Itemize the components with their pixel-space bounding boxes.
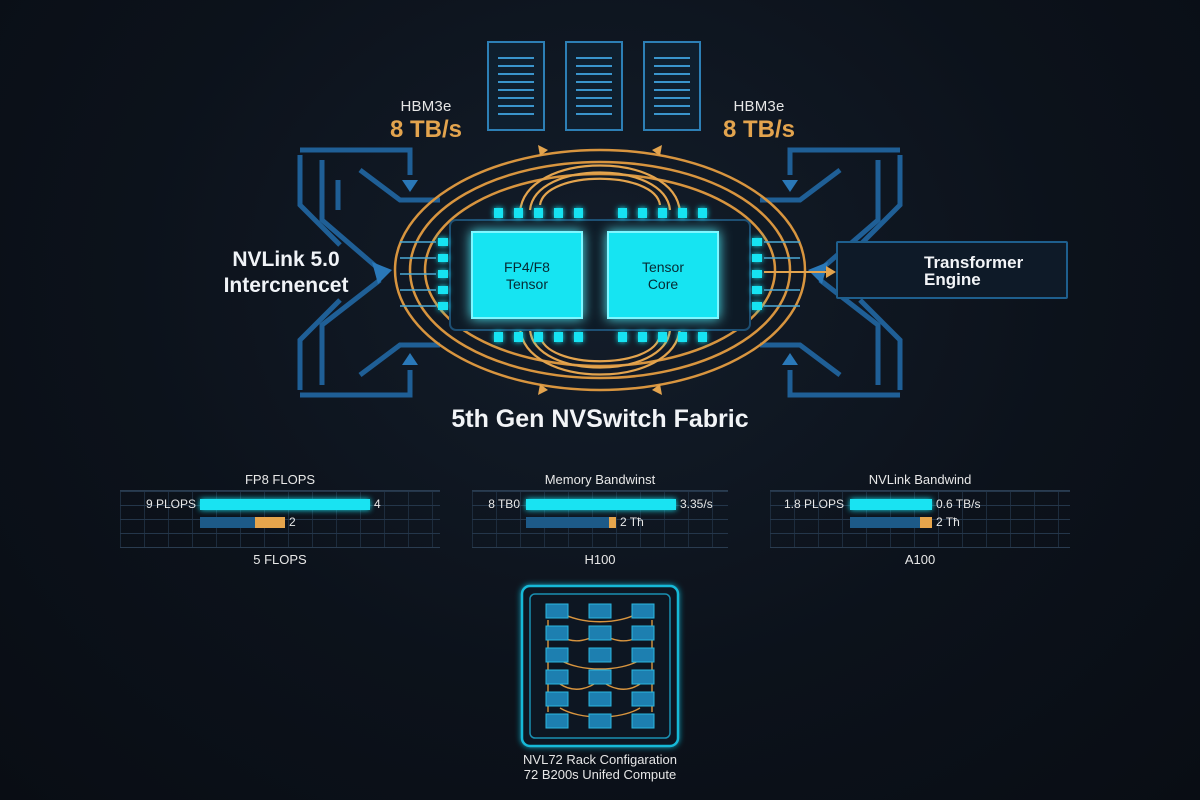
transformer-engine-label: Transformer Engine [924,254,1023,288]
bar-series-0 [526,499,676,510]
die-left [471,231,583,319]
die-left-line1: FP4/F8 [504,259,550,275]
die-right-label: Tensor Core [608,259,718,293]
hbm-stack-left [487,41,545,131]
die-right-line1: Tensor [641,259,685,275]
gpu-package [400,208,800,342]
bar-series-1 [200,517,285,528]
chart-title: FP8 FLOPS [244,472,316,487]
chart-plot: 8 TB0 3.35/s 2 Tħ [472,490,728,548]
nvlink-line2: Intercnencet [223,274,349,297]
bar-series-0 [200,499,370,510]
fabric-label: 5th Gen NVSwitch Fabric [451,405,749,433]
hbm-label-left: HBM3e 8 TB/s [371,98,481,144]
die-right [607,231,719,319]
hbm-label-right: HBM3e 8 TB/s [704,98,814,144]
chart-title: Memory Bandwinst [544,472,656,487]
bar-label-0: 0.6 TB/s [936,497,981,511]
chart-footer: A100 [904,552,936,567]
die-right-line2: Core [647,276,679,292]
hbm-stacks [487,41,701,131]
bar-label-1: 2 Tħ [620,515,644,529]
chart-left-label: 9 PLOPS [145,497,196,511]
nvlink-label: NVLink 5.0 Intercnencet [196,247,376,299]
fabric-rings-orange [393,148,807,392]
chart-left-label: 8 TB0 [488,497,520,511]
chart-footer: H100 [584,552,616,567]
bar-label-1: 2 Tħ [936,515,960,529]
bar-label-0: 3.35/s [680,497,713,511]
nvl72-rack [520,584,680,748]
rack-label: NVL72 Rack Configaration 72 B200s Unifed… [440,752,760,782]
hbm-stack-right [643,41,701,131]
inner-loop-arrowheads [538,145,662,395]
rack-line1: NVL72 Rack Configaration [523,752,677,767]
te-line2: Engine [924,270,981,289]
bar-series-1-highlight [609,517,616,528]
bar-label-0: 4 [374,497,381,511]
te-connector [764,266,836,278]
transformer-engine-box [836,241,1068,299]
rack-line2: 72 B200s Unifed Compute [523,767,677,782]
die-left-label: FP4/F8 Tensor [472,259,582,293]
hbm-stack-center [565,41,623,131]
chart-plot: 1.8 PLOPS 0.6 TB/s 2 Tħ [770,490,1070,548]
bar-series-0 [850,499,932,510]
chart-title: NVLink Bandwind [868,472,972,487]
nvlink-line1: NVLink 5.0 [232,248,340,271]
hbm-left-value: 8 TB/s [389,116,463,143]
die-left-line2: Tensor [505,276,549,292]
bar-series-1 [526,517,616,528]
chart-plot: 9 PLOPS 4 2 [120,490,440,548]
te-line1: Transformer [924,253,1024,272]
chart-fp8-flops: FP8 FLOPS 9 PLOPS 4 2 5 FLOPS [120,472,440,567]
hbm-left-title: HBM3e [400,98,452,115]
hbm-right-title: HBM3e [733,98,785,115]
bar-series-1 [850,517,932,528]
hbm-right-value: 8 TB/s [722,116,796,143]
inner-loops-orange [518,164,682,376]
chart-memory-bandwidth: Memory Bandwinst 8 TB0 3.35/s 2 Tħ H100 [472,472,728,567]
chart-footer: 5 FLOPS [253,552,307,567]
bar-label-1: 2 [289,515,296,529]
chart-nvlink-bandwidth: NVLink Bandwind 1.8 PLOPS 0.6 TB/s 2 Tħ … [770,472,1070,567]
bar-series-1-highlight [920,517,932,528]
bar-series-1-highlight [255,517,285,528]
chart-left-label: 1.8 PLOPS [783,497,844,511]
